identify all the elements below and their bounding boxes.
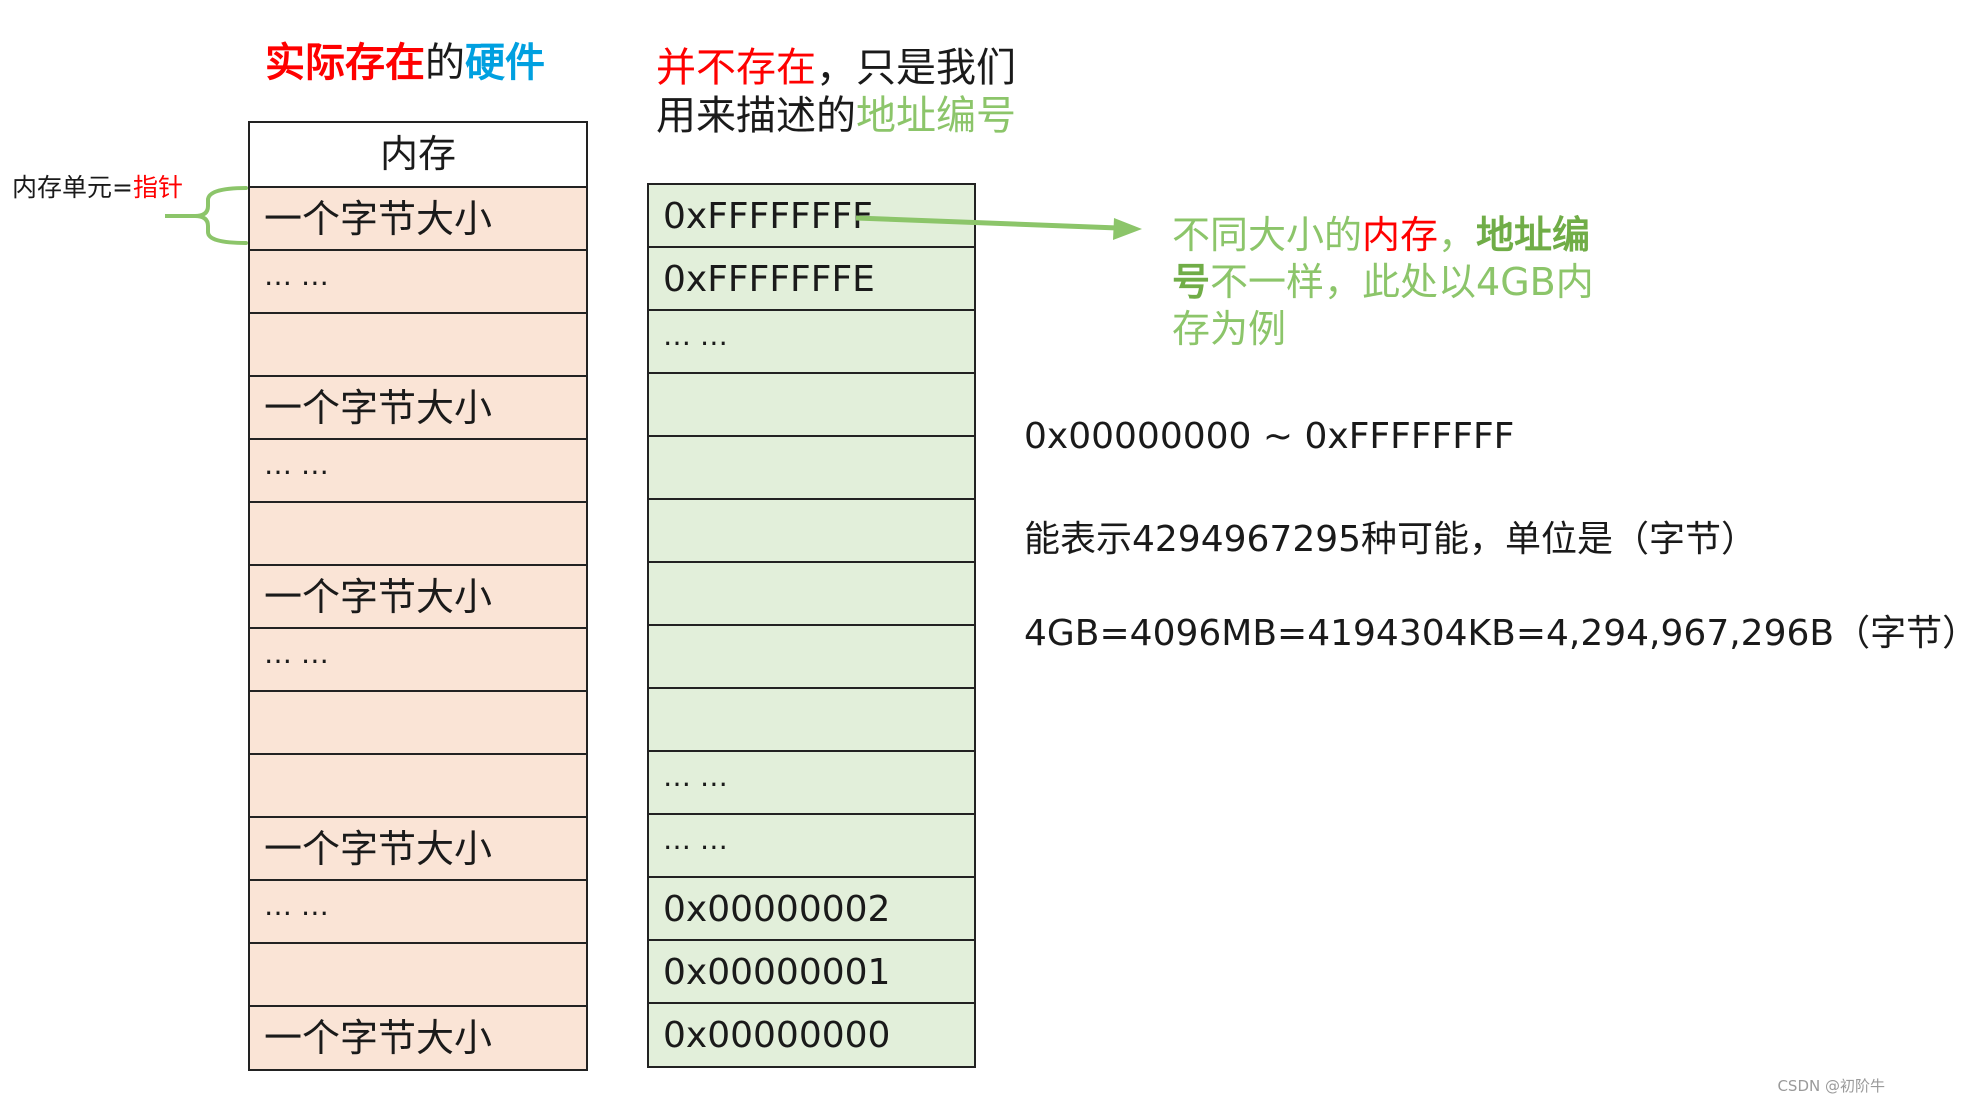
memory-cell: 一个字节大小 bbox=[250, 1007, 586, 1069]
memory-cell: … … bbox=[250, 440, 586, 503]
memory-cell bbox=[250, 692, 586, 755]
memory-unit-label: 内存单元=指针 bbox=[12, 168, 183, 204]
address-title-part1: 并不存在 bbox=[656, 45, 816, 91]
memory-cell bbox=[250, 755, 586, 818]
address-cell: 0xFFFFFFFE bbox=[649, 248, 974, 311]
address-title-part2: ，只是我们用来描述的 bbox=[656, 45, 1016, 139]
note-part2: 内存 bbox=[1362, 213, 1439, 257]
address-cell: 0xFFFFFFFF bbox=[649, 185, 974, 248]
address-cell: 0x00000000 bbox=[649, 1004, 974, 1066]
address-title: 并不存在，只是我们用来描述的地址编号 bbox=[656, 44, 1016, 140]
address-cell: 0x00000002 bbox=[649, 878, 974, 941]
address-cell bbox=[649, 374, 974, 437]
memory-unit-prefix: 内存单元= bbox=[12, 173, 133, 202]
address-cell bbox=[649, 437, 974, 500]
connector-overlay bbox=[165, 186, 1142, 245]
address-arrow-line bbox=[855, 215, 1119, 231]
hardware-title: 实际存在的硬件 bbox=[265, 30, 545, 88]
address-cell bbox=[649, 500, 974, 563]
note-part3: ， bbox=[1438, 213, 1477, 257]
conversion-text: 4GB=4096MB=4194304KB=4,294,967,296B（字节） bbox=[1024, 613, 1978, 654]
memory-cell: … … bbox=[250, 251, 586, 314]
note-part4: 地址编号 bbox=[1172, 213, 1591, 304]
possibilities-text: 能表示4294967295种可能，单位是（字节） bbox=[1024, 519, 1758, 560]
address-range: 0x00000000 ~ 0xFFFFFFFF bbox=[1024, 416, 1515, 457]
memory-cell: 一个字节大小 bbox=[250, 818, 586, 881]
address-note: 不同大小的内存，地址编号不一样，此处以4GB内存为例 bbox=[1172, 212, 1612, 353]
address-cell: … … bbox=[649, 752, 974, 815]
address-column: 0xFFFFFFFF 0xFFFFFFFE … … … … … … 0x0000… bbox=[647, 183, 976, 1068]
address-cell bbox=[649, 626, 974, 689]
memory-unit-highlight: 指针 bbox=[132, 173, 183, 202]
memory-cell bbox=[250, 503, 586, 566]
memory-unit-brace bbox=[165, 186, 248, 245]
watermark: CSDN @初阶牛 bbox=[1777, 1077, 1885, 1095]
memory-cell bbox=[250, 944, 586, 1007]
memory-cell: … … bbox=[250, 629, 586, 692]
address-cell: 0x00000001 bbox=[649, 941, 974, 1004]
address-title-part3: 地址编号 bbox=[856, 93, 1016, 139]
hardware-title-part1: 实际存在 bbox=[265, 40, 425, 86]
note-part5: 不一样，此处以4GB内存为例 bbox=[1172, 260, 1594, 351]
address-cell: … … bbox=[649, 815, 974, 878]
address-arrow-head bbox=[1113, 218, 1142, 240]
memory-cell: 一个字节大小 bbox=[250, 566, 586, 629]
address-cell: … … bbox=[649, 311, 974, 374]
memory-cell: 一个字节大小 bbox=[250, 188, 586, 251]
memory-header: 内存 bbox=[250, 123, 586, 188]
hardware-title-part3: 硬件 bbox=[465, 40, 545, 86]
memory-cell bbox=[250, 314, 586, 377]
memory-cell: … … bbox=[250, 881, 586, 944]
hardware-title-part2: 的 bbox=[425, 40, 465, 86]
address-cell bbox=[649, 563, 974, 626]
address-cell bbox=[649, 689, 974, 752]
memory-cell: 一个字节大小 bbox=[250, 377, 586, 440]
memory-column: 内存 一个字节大小 … … 一个字节大小 … … 一个字节大小 … … 一个字节… bbox=[248, 121, 588, 1071]
note-part1: 不同大小的 bbox=[1172, 213, 1363, 257]
